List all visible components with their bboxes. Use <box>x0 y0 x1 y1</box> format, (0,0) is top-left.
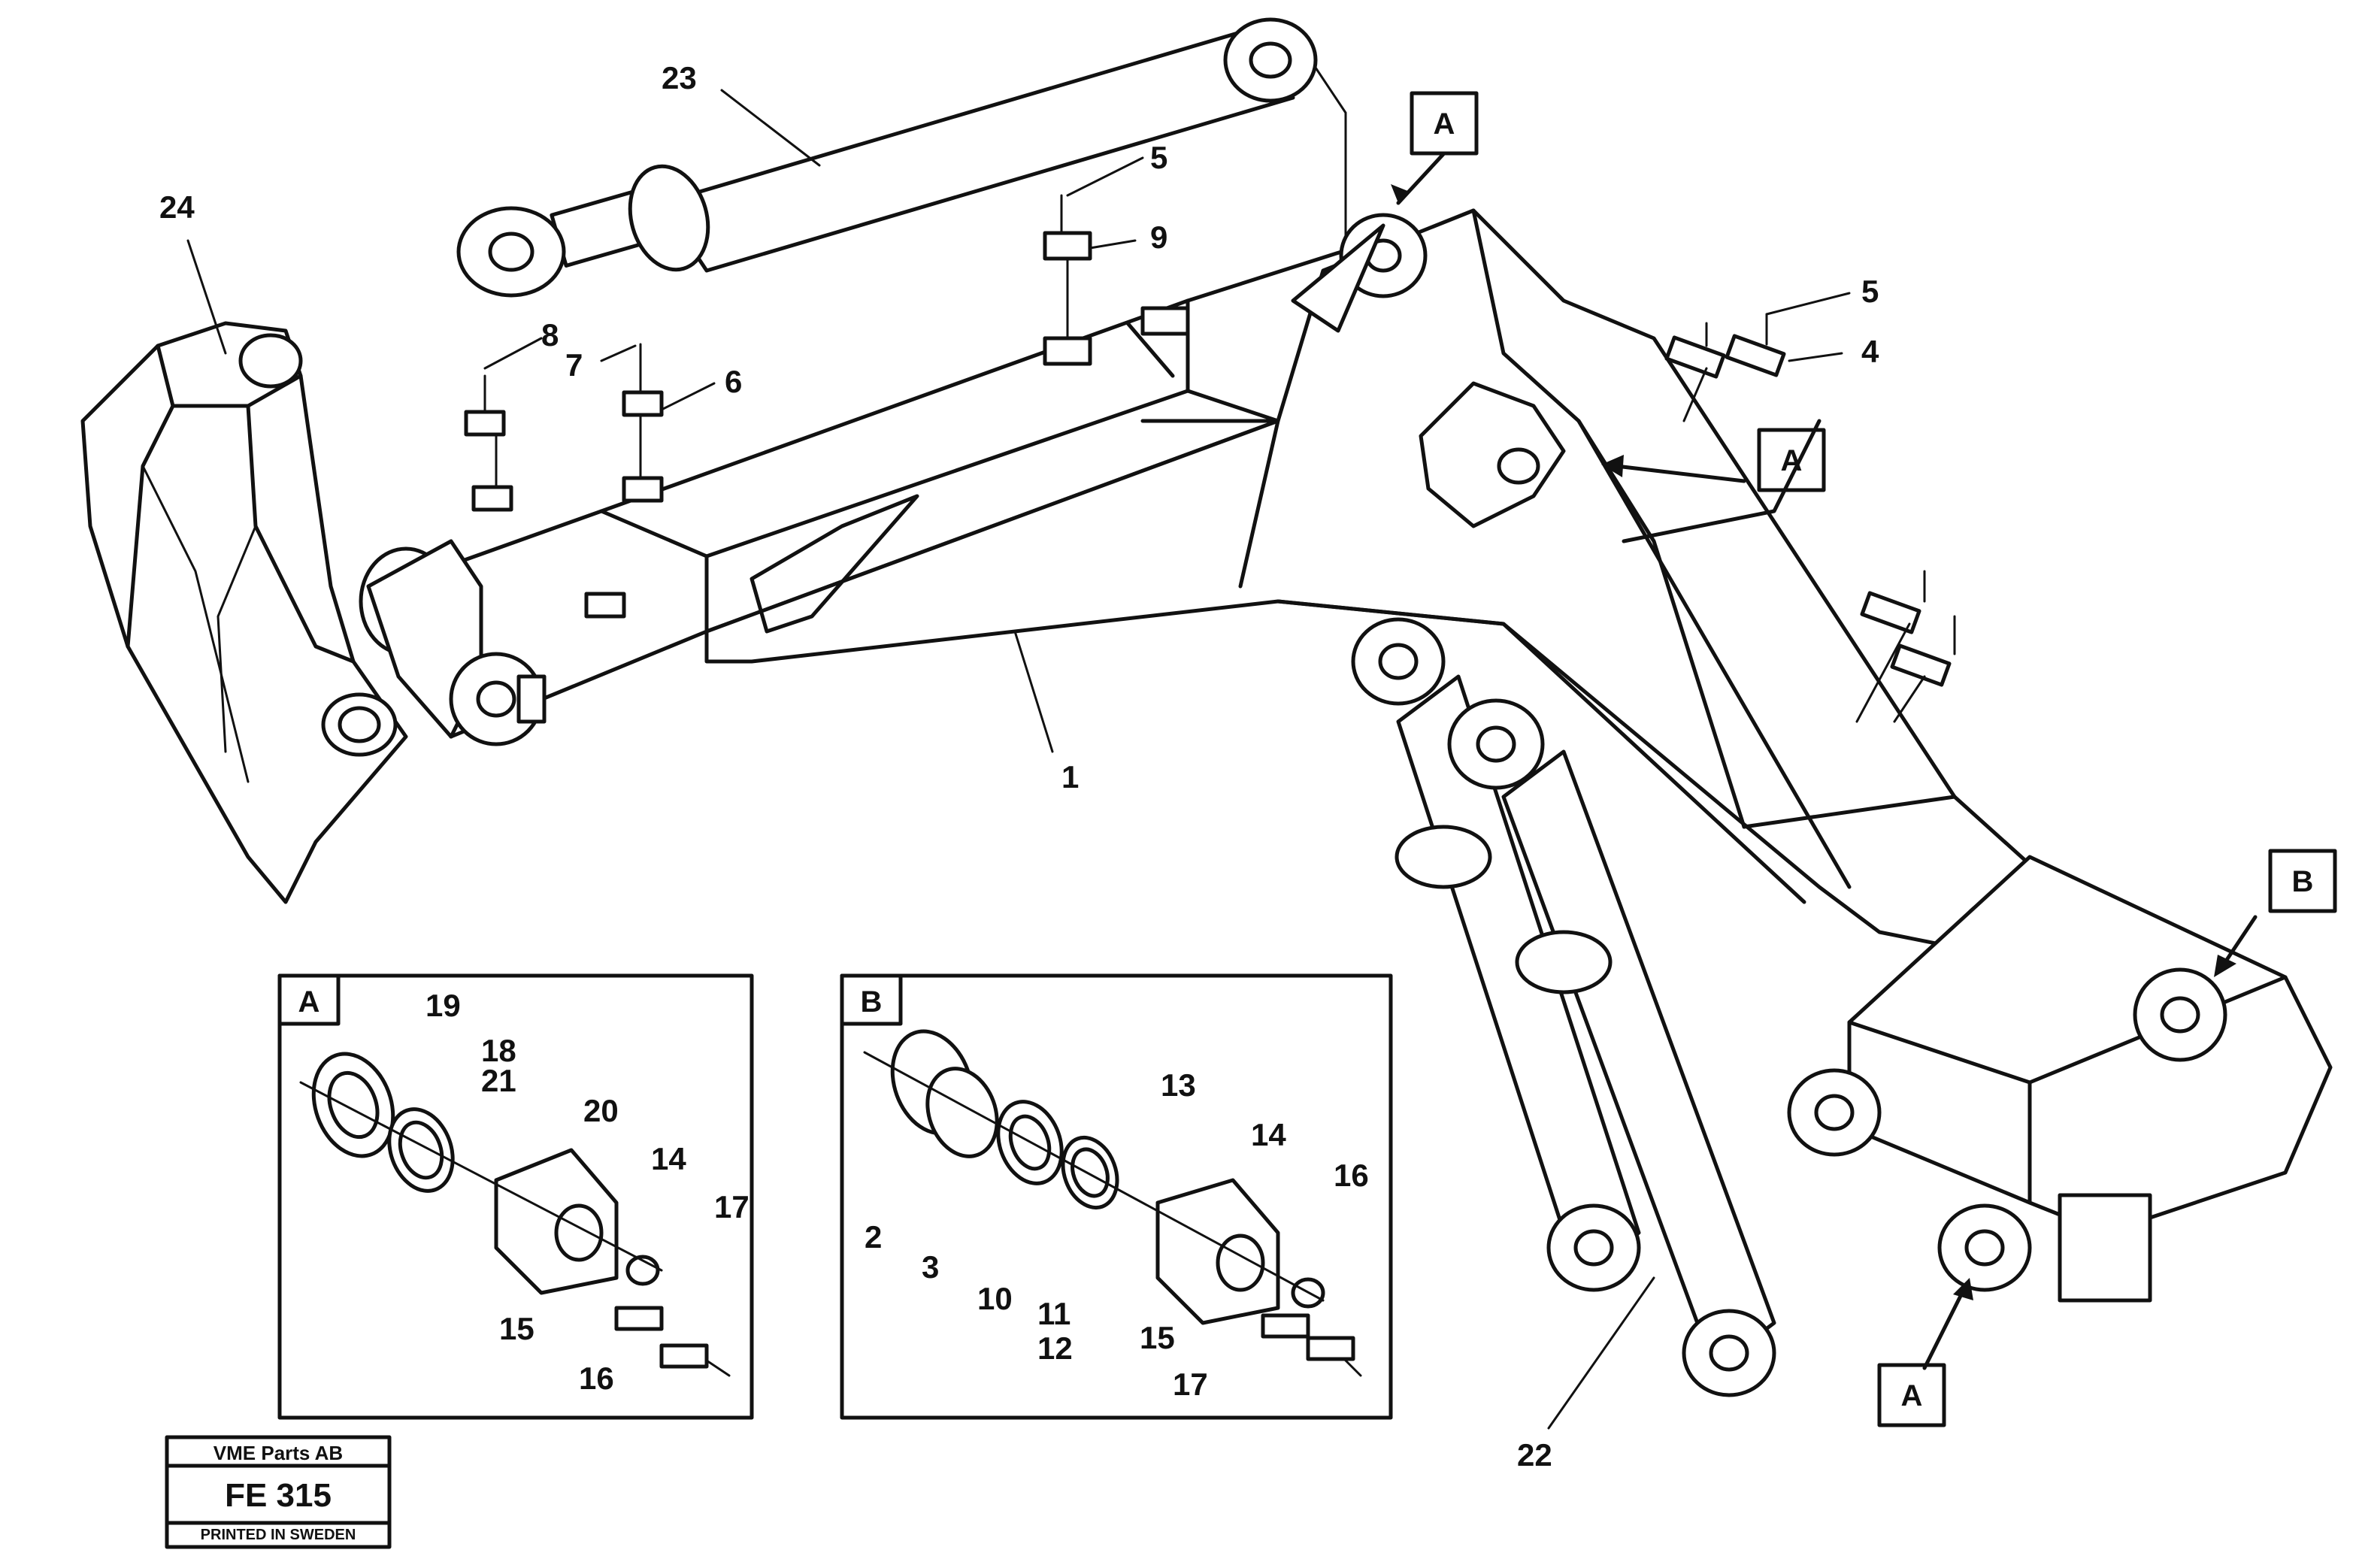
detail-a-label-15: 15 <box>499 1311 534 1346</box>
dipper-arm <box>359 246 1355 746</box>
detail-a-label-20: 20 <box>583 1093 619 1128</box>
title-code: FE 315 <box>225 1477 332 1514</box>
detail-b-label-12: 12 <box>1037 1330 1073 1366</box>
bucket <box>80 321 408 904</box>
detail-a-label-19: 19 <box>425 988 461 1023</box>
detail-b-tag: B <box>861 985 883 1019</box>
detail-b-label-16: 16 <box>1334 1158 1369 1193</box>
detail-a-tag: A <box>298 985 320 1019</box>
detail-b <box>840 973 1393 1420</box>
base-frame <box>1787 855 2333 1303</box>
view-markers: A A B A <box>1410 91 2337 1427</box>
label-23: 23 <box>662 60 697 95</box>
label-4: 4 <box>1861 334 1879 369</box>
callout-labels: 23 24 5 9 8 7 6 5 4 1 22 <box>159 60 1879 1473</box>
title-block <box>165 1435 392 1549</box>
label-5-right: 5 <box>1861 274 1879 309</box>
main-boom <box>704 208 2032 964</box>
detail-a-label-14: 14 <box>651 1141 686 1176</box>
label-1: 1 <box>1061 759 1079 795</box>
title-block-text: VME Parts AB FE 315 PRINTED IN SWEDEN <box>201 1442 356 1543</box>
detail-b-labels: B 2 3 10 11 12 13 14 16 15 17 <box>861 985 1369 1402</box>
detail-b-label-17: 17 <box>1173 1367 1208 1402</box>
marker-a-bottom: A <box>1901 1379 1923 1412</box>
leader-lines <box>186 89 1851 1430</box>
detail-b-label-11: 11 <box>1037 1296 1070 1331</box>
label-22: 22 <box>1517 1437 1552 1473</box>
detail-b-label-13: 13 <box>1161 1067 1196 1103</box>
label-9: 9 <box>1150 219 1167 255</box>
title-company: VME Parts AB <box>213 1442 343 1464</box>
boom-cylinders <box>1351 617 1776 1397</box>
hose-clamps <box>464 194 1956 723</box>
marker-a-top: A <box>1434 107 1455 141</box>
detail-a-labels: A 19 18 21 20 14 17 15 16 <box>298 985 749 1396</box>
dipper-cylinder <box>456 17 1347 298</box>
detail-b-label-3: 3 <box>922 1249 939 1285</box>
detail-a-label-18: 18 <box>481 1033 516 1068</box>
marker-a-right: A <box>1781 444 1803 477</box>
detail-a <box>277 973 754 1420</box>
detail-a-label-17: 17 <box>714 1189 749 1224</box>
detail-b-label-10: 10 <box>977 1281 1013 1316</box>
label-24: 24 <box>159 189 195 225</box>
detail-b-label-2: 2 <box>865 1219 882 1255</box>
title-printed: PRINTED IN SWEDEN <box>201 1527 356 1543</box>
label-5-top: 5 <box>1150 140 1167 175</box>
label-7: 7 <box>565 347 583 383</box>
detail-a-label-21: 21 <box>481 1063 516 1098</box>
view-arrows <box>1391 152 2258 1370</box>
label-8: 8 <box>541 317 559 353</box>
detail-a-label-16: 16 <box>579 1361 614 1396</box>
label-6: 6 <box>725 364 742 399</box>
detail-b-label-14: 14 <box>1251 1117 1286 1152</box>
marker-b-right: B <box>2292 865 2314 898</box>
detail-b-label-15: 15 <box>1140 1320 1175 1355</box>
